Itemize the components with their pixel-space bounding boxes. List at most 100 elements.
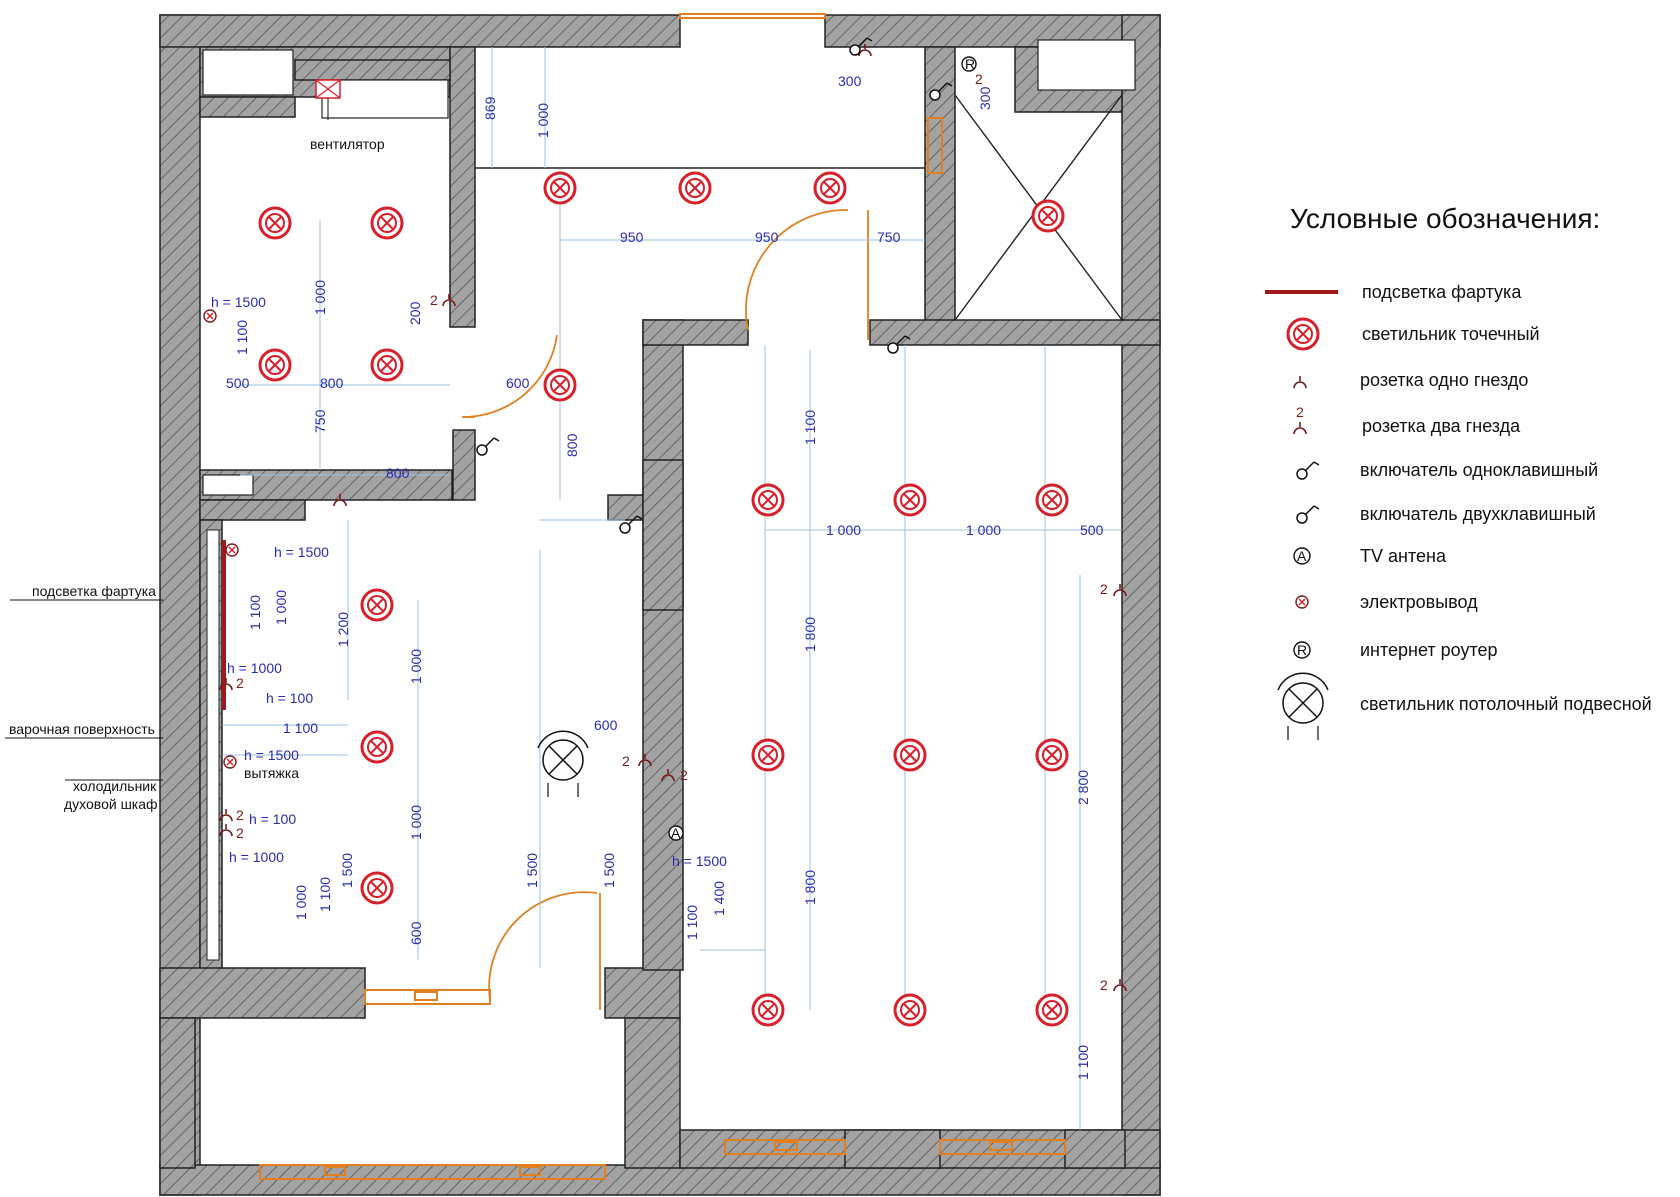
- electro-outlet-icon: [223, 755, 237, 769]
- svg-text:750: 750: [312, 409, 328, 433]
- doors: [461, 209, 869, 1010]
- svg-text:750: 750: [877, 229, 901, 245]
- spot-light-icon: [751, 738, 785, 772]
- socket-two-mark: 2: [236, 825, 244, 841]
- svg-text:h = 1000: h = 1000: [227, 660, 282, 676]
- svg-text:1 000: 1 000: [273, 590, 289, 625]
- svg-text:A: A: [671, 825, 681, 841]
- legend-item-pendant-light: светильник потолочный подвесной: [1360, 694, 1652, 714]
- tv-antenna-icon: A: [668, 825, 684, 841]
- spot-light-icon: [678, 171, 712, 205]
- fridge-label: холодильник: [73, 778, 157, 794]
- svg-text:1 000: 1 000: [293, 885, 309, 920]
- tv-antenna-icon: A: [1293, 547, 1311, 565]
- legend-item-switch-double: включатель двухклавишный: [1360, 504, 1596, 524]
- spot-light-icon: [258, 348, 292, 382]
- spot-light-icon: [893, 483, 927, 517]
- svg-text:1 200: 1 200: [335, 612, 351, 647]
- socket-marks: 2 2 2 2 2 2 2 2 2: [236, 71, 1108, 993]
- switch-single-icon: [1296, 461, 1320, 480]
- svg-text:600: 600: [506, 375, 530, 391]
- socket-double-icon: [1293, 421, 1307, 435]
- svg-text:1 500: 1 500: [339, 853, 355, 888]
- legend-item-socket-single: розетка одно гнездо: [1360, 370, 1528, 390]
- spot-light-icon: [543, 368, 577, 402]
- svg-text:2 800: 2 800: [1075, 770, 1091, 805]
- switch-double-icon: [1296, 505, 1320, 524]
- spot-light-icon: [751, 993, 785, 1027]
- guide-lines: [222, 47, 1122, 1130]
- spot-light-icon: [1035, 738, 1069, 772]
- spot-light-icon: [893, 738, 927, 772]
- socket-two-mark: 2: [236, 675, 244, 691]
- walls: [159, 14, 1161, 1196]
- svg-text:600: 600: [408, 921, 424, 945]
- svg-text:600: 600: [594, 717, 618, 733]
- oven-label: духовой шкаф: [64, 796, 158, 812]
- svg-text:R: R: [1297, 642, 1307, 658]
- svg-text:300: 300: [838, 73, 862, 89]
- svg-text:1 500: 1 500: [601, 853, 617, 888]
- svg-text:1 000: 1 000: [535, 103, 551, 138]
- svg-text:1 000: 1 000: [408, 805, 424, 840]
- socket-two-mark: 2: [1100, 581, 1108, 597]
- windows: [259, 13, 1066, 1180]
- legend-item-switch-single: включатель одноклавишный: [1360, 460, 1598, 480]
- legend-item-apron-light: подсветка фартука: [1362, 282, 1522, 302]
- svg-text:1 400: 1 400: [711, 881, 727, 916]
- spot-light-icon: [1035, 993, 1069, 1027]
- svg-text:1 100: 1 100: [247, 595, 263, 630]
- spot-light-icon: [543, 171, 577, 205]
- spot-light-icon: [813, 171, 847, 205]
- svg-text:950: 950: [755, 229, 779, 245]
- fan-label: вентилятор: [310, 136, 385, 152]
- spot-light-icon: [893, 993, 927, 1027]
- svg-text:R: R: [965, 56, 975, 72]
- svg-text:1 100: 1 100: [802, 410, 818, 445]
- spot-light-icon: [360, 871, 394, 905]
- dimensions: 869 1 000 300 300 950 950 750 1 000 200 …: [226, 73, 1104, 1080]
- svg-text:1 100: 1 100: [1075, 1045, 1091, 1080]
- legend-title: Условные обозначения:: [1290, 203, 1600, 234]
- svg-text:800: 800: [386, 465, 410, 481]
- legend: Условные обозначения: подсветка фартука …: [1265, 203, 1652, 740]
- socket-two-mark: 2: [236, 807, 244, 823]
- router-icon: R: [1293, 641, 1311, 659]
- pendant-light-icon: [1277, 672, 1329, 740]
- spot-light-icon: [1035, 483, 1069, 517]
- svg-text:h = 100: h = 100: [266, 690, 313, 706]
- svg-text:h = 1500: h = 1500: [672, 853, 727, 869]
- socket-two-mark: 2: [680, 767, 688, 783]
- svg-text:500: 500: [226, 375, 250, 391]
- svg-text:1 100: 1 100: [317, 877, 333, 912]
- svg-text:1 000: 1 000: [408, 649, 424, 684]
- legend-item-tv-antenna: TV антена: [1360, 546, 1447, 566]
- svg-text:h = 1000: h = 1000: [229, 849, 284, 865]
- spot-light-icon: [360, 730, 394, 764]
- svg-text:1 500: 1 500: [524, 853, 540, 888]
- svg-text:1 000: 1 000: [966, 522, 1001, 538]
- electro-outlet-icon: [225, 543, 239, 557]
- router-icon: R: [961, 56, 977, 72]
- svg-text:A: A: [1297, 548, 1307, 564]
- svg-text:h = 1500: h = 1500: [274, 544, 329, 560]
- svg-text:h = 100: h = 100: [249, 811, 296, 827]
- svg-text:800: 800: [320, 375, 344, 391]
- svg-text:h = 1500: h = 1500: [211, 294, 266, 310]
- socket-two-mark: 2: [430, 292, 438, 308]
- socket-two-mark: 2: [622, 753, 630, 769]
- socket-two-mark: 2: [975, 71, 983, 87]
- svg-text:1 100: 1 100: [684, 905, 700, 940]
- spot-light-icon: [370, 206, 404, 240]
- svg-text:500: 500: [1080, 522, 1104, 538]
- svg-text:800: 800: [564, 433, 580, 457]
- socket-two-mark: 2: [1100, 977, 1108, 993]
- pendant-light-icon: [537, 730, 589, 797]
- spot-light-icon: [258, 206, 292, 240]
- hob-label: варочная поверхность: [9, 721, 155, 737]
- spot-light-icon: [1031, 199, 1065, 233]
- svg-text:1 000: 1 000: [312, 280, 328, 315]
- electro-outlet-icon: [1295, 595, 1309, 609]
- socket-single-icon: [1293, 375, 1307, 389]
